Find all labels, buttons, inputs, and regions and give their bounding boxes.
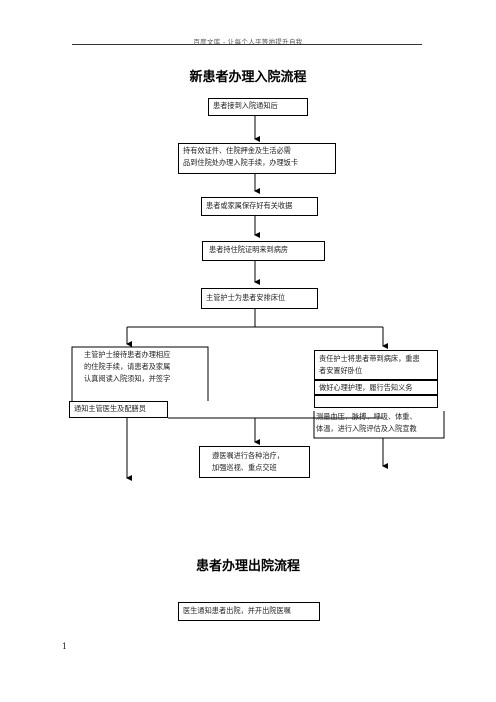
notify-doctor-box: 通知主管医生及配膳员 — [69, 401, 168, 418]
admission-title: 新患者办理入院流程 — [189, 70, 307, 85]
step-go-to-ward: 患者持住院证明来到病房 — [202, 241, 325, 261]
step-admission-procedure: 持有效证件、住院押金及生活必需 品到住院处办理入院手续，办理饭卡 — [178, 143, 336, 174]
step-receive-notice: 患者接到入院通知后 — [208, 98, 308, 116]
treatment-box: 遵医嘱进行各种治疗， 加强巡视、重点交班 — [199, 446, 310, 478]
step-keep-receipts: 患者或家属保存好有关收据 — [201, 197, 318, 216]
header-divider — [72, 44, 422, 45]
right-branch-empty-row — [314, 395, 438, 408]
page-header: 百度文库 - 让每个人平等地提升自我 — [193, 38, 303, 46]
right-branch-psych-care: 做好心理护理，履行告知义务 — [314, 380, 438, 395]
discharge-step-doctor-notice: 医生通知患者出院，并开出院医嘱 — [178, 602, 320, 621]
step-assign-bed: 主管护士为患者安排床位 — [201, 288, 318, 309]
measure-vitals-box: 测量血压、脉搏、呼吸、体重、 体温，进行入院评估及入院宣教 — [316, 412, 417, 433]
discharge-title: 患者办理出院流程 — [195, 559, 300, 574]
right-branch-bedside: 责任护士将患者带到病床，重患 者安置好卧位 — [314, 350, 438, 380]
left-branch-reception: 主管护士接待患者办理相应 的住院手续，请患者及家属 认真阅读入院须知，并签字 — [84, 350, 171, 383]
page-number: 1 — [62, 642, 68, 651]
